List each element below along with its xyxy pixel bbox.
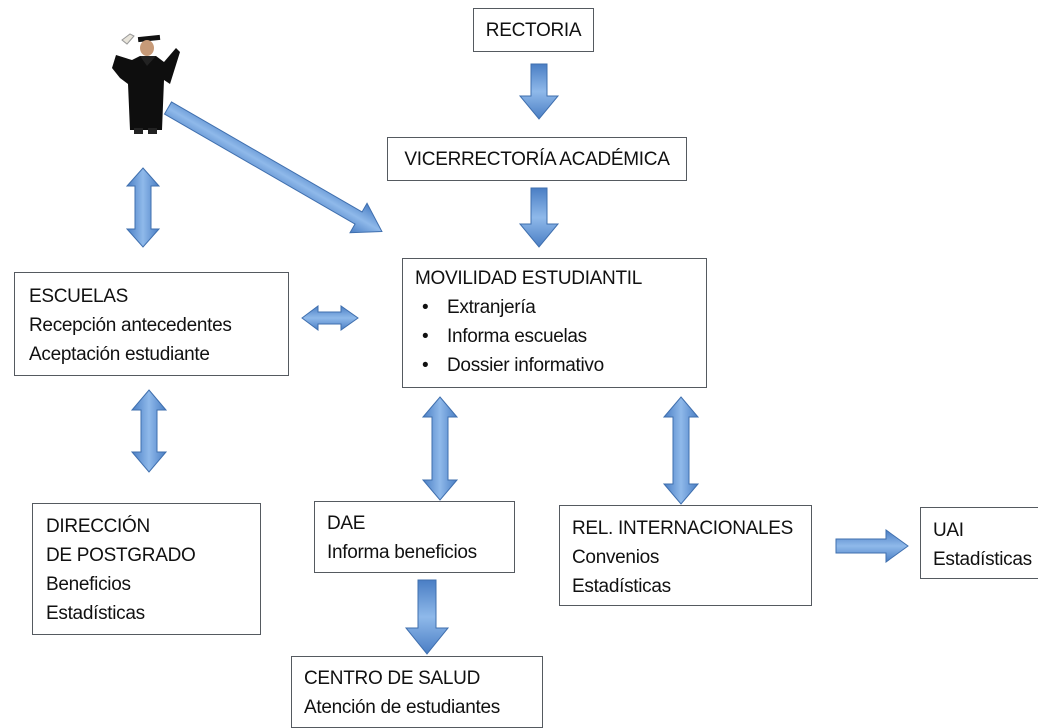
dae-line: Informa beneficios <box>327 542 477 563</box>
arrow-graduate-escuelas-bidirectional <box>125 167 161 248</box>
arrow-escuelas-direccion-bidirectional <box>130 389 168 473</box>
movilidad-item: Extranjería <box>415 293 706 322</box>
box-rel-internacionales: REL. INTERNACIONALES Convenios Estadísti… <box>559 505 812 606</box>
arrow-vicerrectoria-to-movilidad <box>518 187 560 248</box>
box-escuelas: ESCUELAS Recepción antecedentes Aceptaci… <box>14 272 289 376</box>
direccion-line: Estadísticas <box>46 603 145 624</box>
rel-internacionales-line: Estadísticas <box>572 576 671 597</box>
arrow-movilidad-relinternacionales-bidirectional <box>662 396 700 505</box>
dae-line: DAE <box>327 513 366 534</box>
uai-line: Estadísticas <box>933 549 1032 570</box>
rel-internacionales-line: REL. INTERNACIONALES <box>572 518 793 539</box>
box-vicerrectoria: VICERRECTORÍA ACADÉMICA <box>387 137 687 181</box>
box-centro-salud: CENTRO DE SALUD Atención de estudiantes <box>291 656 543 728</box>
centro-salud-line: Atención de estudiantes <box>304 697 500 718</box>
centro-salud-line: CENTRO DE SALUD <box>304 668 481 689</box>
escuelas-title: ESCUELAS <box>29 286 128 307</box>
movilidad-title: MOVILIDAD ESTUDIANTIL <box>415 268 643 289</box>
direccion-line: Beneficios <box>46 574 131 595</box>
rel-internacionales-line: Convenios <box>572 547 660 568</box>
movilidad-list: Extranjería Informa escuelas Dossier inf… <box>415 293 706 380</box>
arrow-escuelas-movilidad-bidirectional <box>301 305 359 331</box>
movilidad-item: Dossier informativo <box>415 351 706 380</box>
escuelas-line: Recepción antecedentes <box>29 315 232 336</box>
escuelas-line: Aceptación estudiante <box>29 344 210 365</box>
box-uai: UAI Estadísticas <box>920 507 1038 579</box>
uai-line: UAI <box>933 520 964 541</box>
direccion-line: DE POSTGRADO <box>46 545 196 566</box>
box-movilidad-estudiantil: MOVILIDAD ESTUDIANTIL Extranjería Inform… <box>402 258 707 388</box>
box-dae: DAE Informa beneficios <box>314 501 515 573</box>
arrow-rectoria-to-vicerrectoria <box>518 63 560 120</box>
arrow-dae-to-centro-salud <box>404 579 450 655</box>
direccion-line: DIRECCIÓN <box>46 516 150 537</box>
graduate-icon <box>112 33 180 134</box>
arrow-movilidad-dae-bidirectional <box>421 396 459 501</box>
vicerrectoria-label: VICERRECTORÍA ACADÉMICA <box>404 149 670 170</box>
box-direccion-postgrado: DIRECCIÓN DE POSTGRADO Beneficios Estadí… <box>32 503 261 635</box>
rectoria-label: RECTORIA <box>485 20 582 41</box>
arrow-graduate-to-movilidad <box>163 101 383 234</box>
arrow-relinternacionales-to-uai <box>835 529 909 563</box>
movilidad-item: Informa escuelas <box>415 322 706 351</box>
box-rectoria: RECTORIA <box>473 8 594 52</box>
